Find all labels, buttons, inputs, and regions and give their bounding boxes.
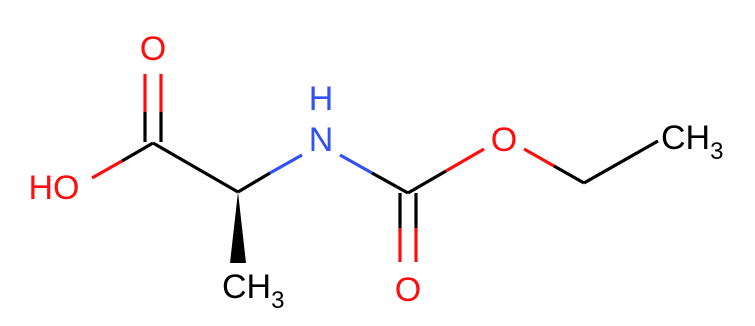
bond-ester-methylene-carbon <box>553 164 585 185</box>
bond-acid-hydroxyl-carbon <box>121 141 154 163</box>
atom-carbamate-carbonyl-oxygen: O <box>395 271 421 309</box>
atom-labels: O HO H N O O CH3 CH3 <box>29 30 724 314</box>
atom-amine-hydrogen: H <box>309 80 334 118</box>
bond-nitrogen-carbamate-nitrogen <box>339 153 373 175</box>
atom-amine-nitrogen: N <box>309 121 334 159</box>
bond-carbamate-ester-carbon <box>407 169 447 195</box>
bond-methylene-methyl <box>583 139 659 185</box>
atom-hydroxyl: HO <box>29 169 80 207</box>
atom-terminal-methyl: CH3 <box>661 119 723 165</box>
bond-acid-hydroxyl-oxygen <box>91 159 123 180</box>
terminal-methyl-ch: CH <box>661 119 710 157</box>
terminal-methyl-subscript: 3 <box>710 138 723 165</box>
bond-alpha-nitrogen-nitrogen <box>269 153 303 175</box>
alpha-methyl-subscript: 3 <box>271 287 284 314</box>
bond-ester-methylene-oxygen <box>523 147 555 168</box>
bond-alpha-nitrogen-carbon <box>237 171 271 194</box>
bond-carbamate-ester-oxygen <box>445 147 485 173</box>
atom-alpha-methyl: CH3 <box>222 268 284 314</box>
bond-carboxyl-alpha <box>152 141 239 194</box>
atom-acid-carbonyl-oxygen: O <box>140 30 166 68</box>
bond-nitrogen-carbamate-carbon <box>371 171 409 195</box>
bonds <box>91 74 659 263</box>
wedge-bond-alpha-methyl <box>230 192 246 263</box>
alpha-methyl-ch: CH <box>222 268 271 306</box>
atom-ester-oxygen: O <box>491 121 517 159</box>
